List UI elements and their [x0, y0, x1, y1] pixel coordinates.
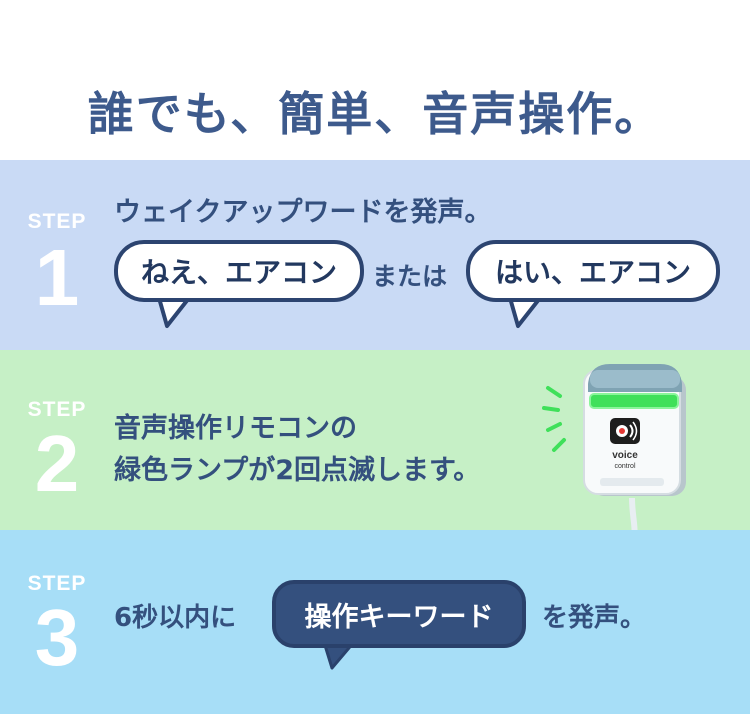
step-2-line-2: 緑色ランプが2回点滅します。: [114, 455, 481, 486]
device-label-line-1: voice: [612, 450, 638, 461]
step-1-label: STEP: [27, 210, 87, 233]
voice-remote-device: voice control: [542, 364, 686, 540]
device-label-line-2: control: [614, 463, 635, 470]
step-1-number: 1: [34, 233, 80, 322]
step-3-pre-text: 6秒以内に: [114, 603, 237, 633]
step-3-number: 3: [34, 593, 80, 682]
step-2-line-1: 音声操作リモコンの: [114, 413, 357, 444]
step-2-label: STEP: [27, 398, 87, 421]
speech-bubble-tail-icon: [322, 642, 356, 670]
step-2-number: 2: [34, 419, 80, 508]
step-3-label: STEP: [27, 572, 87, 595]
blink-glow-icon: [542, 386, 566, 452]
step-1-heading: ウェイクアップワードを発声。: [114, 197, 492, 228]
wake-word-bubble-right: はい、エアコン: [466, 240, 720, 302]
or-connector: または: [372, 262, 448, 291]
page-title: 誰でも、簡単、音声操作。: [87, 87, 663, 141]
step-3-post-text: を発声。: [542, 603, 647, 633]
speech-bubble-tail-icon: [508, 298, 544, 328]
operation-keyword-bubble: 操作キーワード: [272, 580, 526, 648]
speech-bubble-tail-icon: [157, 298, 193, 328]
wake-word-bubble-left: ねえ、エアコン: [114, 240, 364, 302]
